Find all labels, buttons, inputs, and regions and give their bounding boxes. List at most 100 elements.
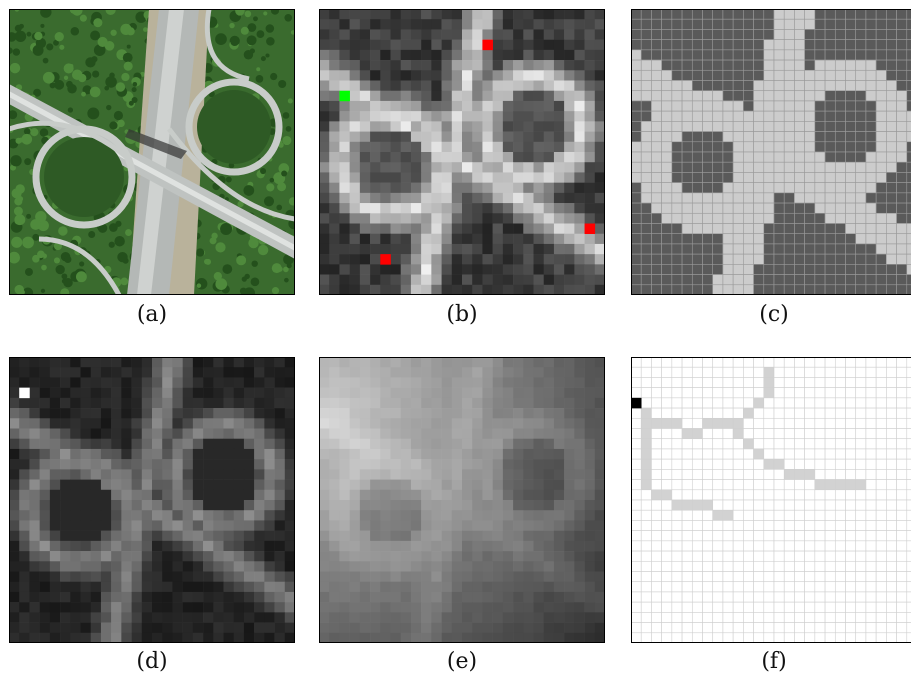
pixel-cell [543,223,555,235]
pixel-cell [192,408,204,419]
tree-speckle [260,56,266,62]
pixel-cell [533,530,545,542]
pixel-cell [651,479,662,491]
tree-speckle [247,23,257,32]
pixel-cell [691,274,703,286]
pixel-cell [651,438,662,450]
pixel-cell [814,192,826,204]
pixel-cell [753,243,765,255]
pixel-cell [845,509,857,521]
pixel-cell [380,233,391,245]
pixel-cell [631,407,642,419]
pixel-cell [319,254,330,265]
pixel-cell [743,223,754,235]
pixel-cell [743,366,754,378]
pixel-cell [543,622,555,634]
pixel-cell [834,530,846,542]
pixel-cell [543,9,555,20]
pixel-cell [380,121,391,132]
pixel-cell [513,418,524,429]
pixel-cell [763,80,775,92]
pixel-cell [533,203,545,214]
pixel-cell [472,459,483,470]
pixel-cell [19,581,30,593]
pixel-cell [753,100,765,112]
pixel-cell [865,212,877,224]
pixel-cell [462,510,473,521]
pixel-cell [804,69,816,81]
pixel-cell [203,591,214,603]
pixel-cell [855,622,867,634]
pixel-cell [523,90,534,102]
pixel-cell [886,469,897,480]
pixel-cell [855,438,867,450]
pixel-cell [896,448,908,460]
pixel-cell [431,387,442,399]
pixel-cell [553,561,565,572]
pixel-cell [60,510,71,521]
pixel-cell [111,612,122,623]
pixel-cell [451,530,463,542]
pixel-cell [743,233,754,245]
pixel-cell [264,397,275,409]
pixel-cell [845,622,857,634]
pixel-cell [834,428,846,440]
pixel-cell [574,264,585,275]
pixel-cell [804,253,816,265]
pixel-cell [543,162,555,173]
pixel-cell [631,141,642,153]
pixel-cell [370,459,381,470]
pixel-cell [553,60,565,71]
pixel-cell [584,418,596,429]
pixel-cell [712,357,724,368]
pixel-cell [543,428,555,440]
pixel-cell [359,131,371,143]
pixel-cell [451,367,463,378]
pixel-cell [482,203,493,214]
pixel-cell [722,29,734,40]
pixel-cell [886,9,897,20]
pixel-cell [763,448,775,460]
pixel-cell [90,561,102,572]
pixel-cell [691,9,703,20]
pixel-cell [9,397,20,409]
pixel-cell [319,438,330,450]
pixel-cell [359,141,371,153]
pixel-cell [834,80,846,92]
pixel-cell [203,367,214,378]
pixel-cell [349,274,361,286]
pixel-cell [462,284,473,295]
tree-speckle [88,231,96,239]
pixel-cell [906,632,911,643]
pixel-cell [254,367,265,378]
pixel-cell [111,581,122,593]
pixel-cell [339,19,350,30]
tree-speckle [225,176,232,183]
pixel-cell [753,233,765,245]
pixel-cell [631,18,642,30]
pixel-cell [722,550,734,562]
pixel-cell [380,530,391,542]
pixel-cell [533,49,545,61]
pixel-cell [631,59,642,71]
pixel-cell [410,80,422,92]
pixel-cell [574,254,585,265]
pixel-cell [9,479,20,491]
pixel-cell [390,131,402,143]
pixel-cell [743,438,754,450]
pixel-cell [441,39,453,51]
pixel-cell [814,428,826,440]
pixel-cell [875,448,887,460]
pixel-cell [441,9,453,20]
pixel-cell [753,591,765,603]
pixel-cell [9,408,20,419]
pixel-cell [886,417,897,429]
pixel-cell [462,500,473,511]
pixel-cell [773,377,785,388]
pixel-cell [492,223,504,235]
pixel-cell [691,550,703,562]
pixel-cell [794,141,805,153]
pixel-cell [865,581,877,593]
pixel-cell [370,571,381,583]
pixel-cell [834,612,846,623]
